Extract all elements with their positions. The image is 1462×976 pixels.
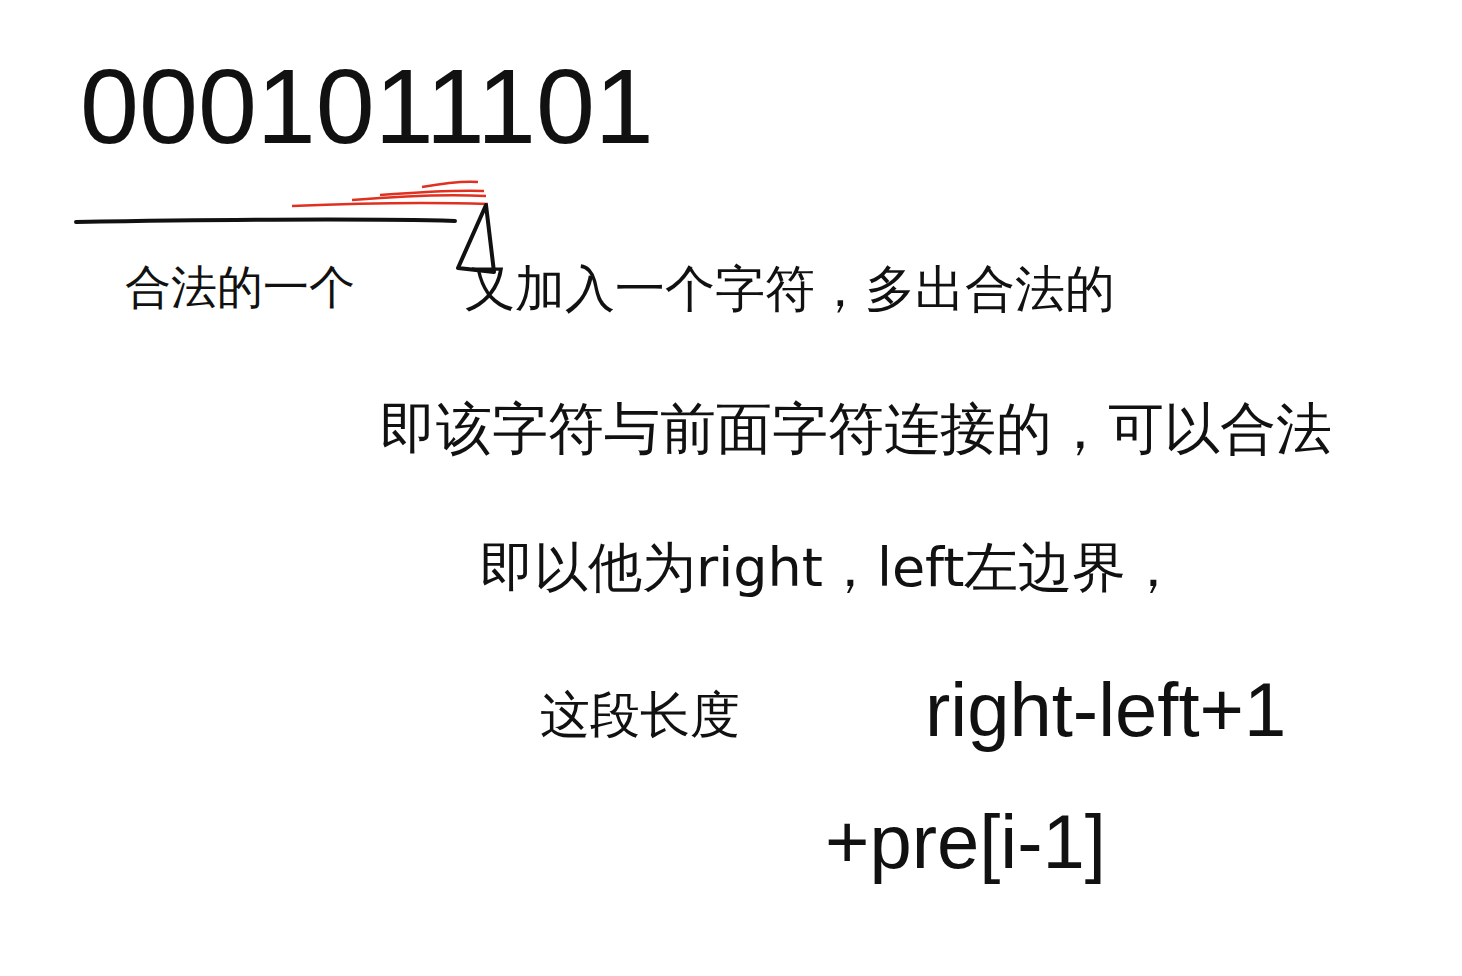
binary-string: 0001011101 (80, 48, 654, 165)
note-text: 这段长度 (540, 688, 740, 743)
note-text: 即以他为right，left左边界， (480, 538, 1180, 597)
formula-text: +pre[i-1] (825, 800, 1106, 884)
formula-text: right-left+1 (925, 668, 1286, 752)
red-scribble (292, 203, 488, 206)
note-text: 合法的一个 (125, 262, 355, 313)
note-text: 又加入一个字符，多出合法的 (465, 262, 1115, 317)
red-scribble (380, 191, 484, 195)
note-text: 即该字符与前面字符连接的，可以合法 (380, 398, 1332, 460)
underline (76, 219, 455, 222)
red-scribble (352, 195, 486, 200)
red-scribble (422, 182, 478, 187)
